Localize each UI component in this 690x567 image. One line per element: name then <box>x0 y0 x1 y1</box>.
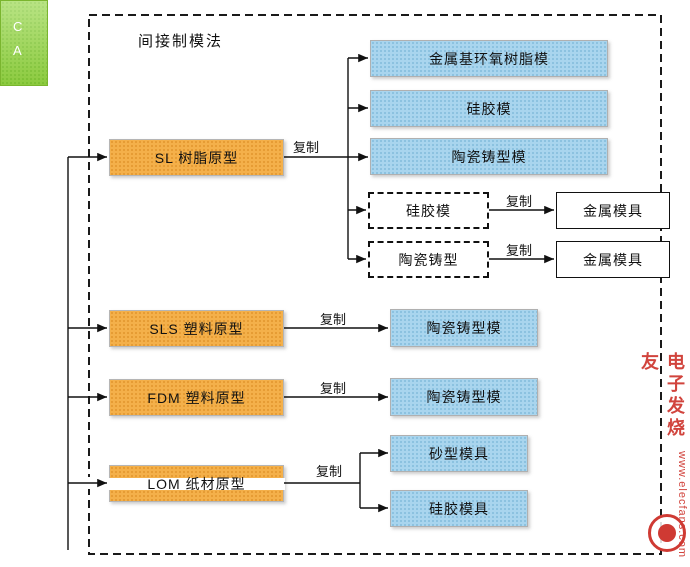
copy-label-sl: 复制 <box>293 140 320 155</box>
metal-mold-box-1: 金属模具 <box>556 192 670 229</box>
prototype-sls-label: SLS 塑料原型 <box>149 320 244 337</box>
prototype-lom-label: LOM 纸材原型 <box>147 475 246 492</box>
copy-label-sil-metal: 复制 <box>506 194 533 209</box>
elecfans-logo-core <box>658 524 676 542</box>
metal-mold-label-1: 金属模具 <box>583 202 643 219</box>
copy-label-sls: 复制 <box>320 312 347 327</box>
fdm-ceramic-mold-box: 陶瓷铸型模 <box>390 378 538 416</box>
diagram-title: 间接制模法 <box>138 33 224 50</box>
watermark-site-url: www.elecfans.com <box>676 450 688 558</box>
metal-mold-box-2: 金属模具 <box>556 241 670 278</box>
sls-ceramic-mold-box: 陶瓷铸型模 <box>390 309 538 347</box>
metal-mold-label-2: 金属模具 <box>583 251 643 268</box>
prototype-lom-box: LOM 纸材原型 <box>108 465 285 502</box>
transition-ceramic-label: 陶瓷铸型 <box>398 251 459 268</box>
silicone-mold-box: 硅胶模具 <box>390 490 528 527</box>
prototype-fdm-label: FDM 塑料原型 <box>147 389 246 406</box>
fdm-ceramic-mold-label: 陶瓷铸型模 <box>426 389 502 405</box>
prototype-sl-box: SL 树脂原型 <box>109 139 284 176</box>
artifact-band <box>108 478 285 490</box>
transition-silicone-label: 硅胶模 <box>406 202 451 219</box>
elecfans-logo <box>648 514 686 552</box>
sls-ceramic-mold-label: 陶瓷铸型模 <box>426 320 502 336</box>
sand-mold-box: 砂型模具 <box>390 435 528 472</box>
prototype-sl-label: SL 树脂原型 <box>154 149 239 166</box>
copy-label-lom: 复制 <box>316 464 343 479</box>
sand-mold-label: 砂型模具 <box>429 445 489 462</box>
mold-epoxy-box: 金属基环氧树脂模 <box>370 40 608 77</box>
transition-ceramic-box: 陶瓷铸型 <box>368 241 489 278</box>
watermark-site-name: 电子发烧友 <box>639 352 685 440</box>
mold-silicone-box: 硅胶模 <box>370 90 608 127</box>
mold-silicone-label: 硅胶模 <box>466 100 512 117</box>
watermark: 电子发烧友 www.elecfans.com <box>636 352 688 558</box>
cad-box: C A <box>0 0 48 86</box>
prototype-sls-box: SLS 塑料原型 <box>109 310 284 347</box>
mold-epoxy-label: 金属基环氧树脂模 <box>429 50 549 67</box>
mold-ceramic-box: 陶瓷铸型模 <box>370 138 608 175</box>
copy-label-cer-metal: 复制 <box>506 243 533 258</box>
silicone-mold-label: 硅胶模具 <box>429 500 489 517</box>
transition-silicone-box: 硅胶模 <box>368 192 489 229</box>
cad-box-line1: C <box>13 19 23 34</box>
cad-box-line2: A <box>13 43 22 58</box>
prototype-fdm-box: FDM 塑料原型 <box>109 379 284 416</box>
copy-label-fdm: 复制 <box>320 381 347 396</box>
mold-ceramic-label: 陶瓷铸型模 <box>451 148 527 165</box>
